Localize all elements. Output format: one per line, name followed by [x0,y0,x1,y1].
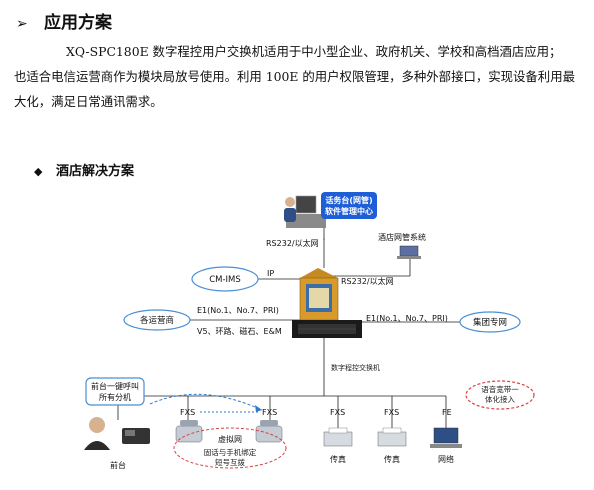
subsection-title: 酒店解决方案 [56,164,135,179]
paragraph-line-1: XQ-SPC180E 数字程控用户交换机适用于中小型企业、政府机关、学校和高档酒… [66,44,562,59]
operator-bubble-line2: 软件管理中心 [325,206,373,216]
front-desk-receptionist [84,417,150,450]
port-fxs-3: FXS [330,408,345,417]
hotel-mgmt-label: 酒店网管系统 [378,232,426,242]
operator-workstation [284,195,326,228]
virtual-net-label: 虚拟网 [218,434,242,444]
pbx-rack [292,320,362,338]
port-fxs-1: FXS [180,408,195,417]
operator-bubble-line1: 话务台(网管) [325,195,372,205]
network-label: 网络 [438,454,454,464]
virtual-link-arrow [149,393,263,413]
network-computer-icon [430,427,462,448]
broadband-line2: 体化接入 [485,394,515,404]
cloud-broadband: 语音宽带一 体化接入 [465,380,535,410]
fax-icon-2 [377,427,407,447]
cloud-operators: 各运营商 [123,309,191,331]
front-desk-label: 前台 [110,460,126,470]
ip-label: IP [267,269,274,278]
subsection-heading: ◆ 酒店解决方案 [34,160,134,179]
cloud-cmims: CM-IMS [191,266,259,292]
operator-bubble: 话务台(网管) 软件管理中心 [321,192,377,219]
fax-label-1: 传真 [330,454,346,464]
cloud-operators-label: 各运营商 [140,315,174,326]
rs232-top-label: RS232/以太网 [266,238,319,248]
fax-icon-1 [323,427,353,447]
intro-paragraph: XQ-SPC180E 数字程控用户交换机适用于中小型企业、政府机关、学校和高档酒… [14,39,578,114]
section-heading: ➢ 应用方案 [16,8,112,33]
e1-left-label: E1(No.1、No.7、PRI) [197,306,279,315]
front-desk-bubble-line1: 前台一键呼叫 [91,381,139,391]
broadband-line1: 语音宽带一 [481,384,519,394]
virtual-desc-line1: 固话与手机绑定 [204,447,257,457]
paragraph-continued: 也适合电信运营商作为模块局放号使用。利用 100E 的用户权限管理，多种外部接口… [14,69,575,109]
diamond-bullet-icon: ◆ [34,165,43,178]
v5-left-label: V5、环路、磁石、E&M [197,326,282,336]
port-fe: FE [442,408,452,417]
front-desk-bubble: 前台一键呼叫 所有分机 [85,377,145,406]
rs232-right-label: RS232/以太网 [341,276,394,286]
virtual-desc-line2: 短号互拨 [215,457,245,467]
cloud-group-label: 集团专网 [473,317,507,328]
phone-right [255,420,283,443]
virtual-net-dashed-ring [173,427,287,469]
fax-label-2: 传真 [384,454,400,464]
front-desk-bubble-line2: 所有分机 [99,392,131,402]
switch-label: 数字程控交换机 [331,363,380,372]
port-fxs-2: FXS [262,408,277,417]
arrow-bullet-icon: ➢ [16,16,28,32]
section-title: 应用方案 [44,13,112,33]
cloud-group: 集团专网 [459,311,521,333]
port-fxs-4: FXS [384,408,399,417]
e1-right-label: E1(No.1、No.7、PRI) [366,314,448,323]
hotel-mgmt-computer-icon [397,245,421,259]
pbx-cabinet [299,268,339,321]
cloud-cmims-label: CM-IMS [209,275,241,285]
